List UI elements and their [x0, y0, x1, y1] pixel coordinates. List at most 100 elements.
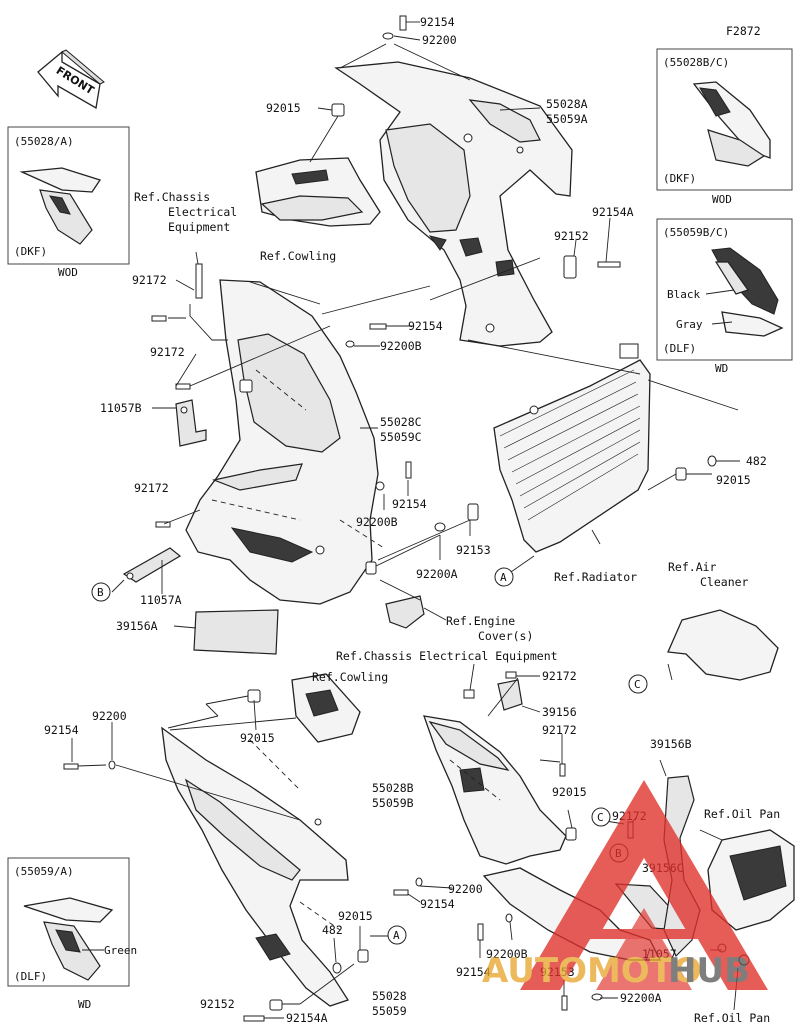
label-92200: 92200 [448, 882, 483, 896]
label-92200: 92200 [92, 709, 127, 723]
label-55059c: 55059C [380, 430, 422, 444]
svg-text:(DLF): (DLF) [14, 970, 47, 983]
inset-55059-bc: (55059B/C) Black Gray (DLF) WD [656, 218, 793, 375]
svg-text:Gray: Gray [676, 318, 703, 331]
grommet-92015-top [331, 103, 345, 117]
label-92200: 92200 [422, 33, 457, 47]
label-92015: 92015 [338, 909, 373, 923]
svg-text:A: A [500, 571, 507, 584]
svg-text:B: B [97, 586, 104, 599]
label-482: 482 [746, 454, 767, 468]
upper-cowl-part [334, 61, 573, 347]
label-92015: 92015 [266, 101, 301, 115]
label-92200b: 92200B [380, 339, 422, 353]
label-55028c: 55028C [380, 415, 422, 429]
bolt-92152-lower [243, 999, 283, 1022]
dashed-lines [211, 369, 501, 931]
label-11057a: 11057A [140, 593, 182, 607]
ref-engine-cover [385, 595, 425, 629]
ref-cowling-lower [291, 673, 361, 743]
svg-text:(DKF): (DKF) [14, 245, 47, 258]
svg-text:A: A [393, 929, 400, 942]
middle-cowl-part [185, 279, 379, 605]
inset-55059-a: (55059/A) Green (DLF) WD [7, 857, 137, 1011]
label-92172: 92172 [542, 723, 577, 737]
label-92200b: 92200B [486, 947, 528, 961]
callout-c-upper: C [628, 674, 648, 694]
label-92172: 92172 [150, 345, 185, 359]
label-92172: 92172 [132, 273, 167, 287]
lower-left-cowl-part [161, 726, 349, 1007]
svg-text:(DKF): (DKF) [663, 172, 696, 185]
label-39156b: 39156B [650, 737, 692, 751]
label-92154a: 92154A [286, 1011, 328, 1025]
label-55028: 55028 [372, 989, 407, 1003]
label-cleaner: Cleaner [700, 575, 749, 589]
svg-text:Green: Green [104, 944, 137, 957]
ref-air-cleaner [667, 609, 779, 681]
lower-right-cowl-part [423, 715, 567, 865]
label-ref-radiator: Ref.Radiator [554, 570, 637, 584]
inset-55028-bc: (55028B/C) (DKF) WOD [656, 48, 793, 206]
svg-text:Black: Black [667, 288, 700, 301]
label-ref-cowling-lower: Ref.Cowling [312, 670, 388, 684]
inset-55028-a: (55028/A) (DKF) WOD [7, 126, 130, 279]
svg-text:(55028B/C): (55028B/C) [663, 56, 729, 69]
svg-text:WD: WD [78, 998, 91, 1011]
label-55059a: 55059A [546, 112, 588, 126]
label-39156: 39156 [542, 705, 577, 719]
label-electrical: Electrical [168, 205, 237, 219]
figure-id: F2872 [726, 24, 761, 38]
label-92172: 92172 [542, 669, 577, 683]
label-92200b: 92200B [356, 515, 398, 529]
svg-text:(55059B/C): (55059B/C) [663, 226, 729, 239]
front-arrow-icon: FRONT [37, 49, 105, 110]
label-92152: 92152 [200, 997, 235, 1011]
label-92154a: 92154A [592, 205, 634, 219]
grommet-482-lower [332, 949, 369, 974]
svg-text:C: C [597, 811, 604, 824]
label-ref-chassis: Ref.Chassis [134, 190, 210, 204]
label-ref-oil-pan: Ref.Oil Pan [704, 807, 780, 821]
label-ref-engine: Ref.Engine [446, 614, 515, 628]
label-92154: 92154 [392, 497, 427, 511]
svg-text:WD: WD [715, 362, 728, 375]
svg-text:(55059/A): (55059/A) [14, 865, 74, 878]
small-bolts-upper [151, 255, 621, 532]
label-92154: 92154 [420, 897, 455, 911]
label-92154: 92154 [408, 319, 443, 333]
pad-39156 [497, 679, 523, 711]
watermark-text-automoto: AUTOMOTO [482, 951, 702, 991]
svg-text:WOD: WOD [58, 266, 78, 279]
callout-a-lower: A [387, 925, 407, 945]
bolt-92154-left [63, 760, 116, 770]
label-11057b: 11057B [100, 401, 142, 415]
label-92015: 92015 [716, 473, 751, 487]
label-ref-air: Ref.Air [668, 560, 717, 574]
label-92154: 92154 [420, 15, 455, 29]
watermark-logo: AUTOMOTO HUB [482, 780, 768, 991]
watermark-text-hub: HUB [668, 951, 750, 991]
svg-text:WOD: WOD [712, 193, 732, 206]
label-equipment: Equipment [168, 220, 230, 234]
callout-c-lower: C [591, 807, 611, 827]
label-92154: 92154 [44, 723, 79, 737]
callout-a-upper: A [494, 567, 514, 587]
label-55028a: 55028A [546, 97, 588, 111]
label-92200a: 92200A [620, 991, 662, 1005]
label-covers: Cover(s) [478, 629, 533, 643]
svg-text:(DLF): (DLF) [663, 342, 696, 355]
bracket-11057a [122, 547, 182, 583]
radiator-part [493, 343, 651, 553]
label-ref-oil-pan-lower: Ref.Oil Pan [694, 1011, 770, 1025]
pad-39156a [193, 609, 279, 655]
label-482: 482 [322, 923, 343, 937]
label-ref-cowling: Ref.Cowling [260, 249, 336, 263]
bolt-92154-top [382, 15, 407, 40]
bracket-11057b [175, 399, 207, 447]
callout-b-upper: B [91, 582, 111, 602]
label-55028b: 55028B [372, 781, 414, 795]
label-92200a: 92200A [416, 567, 458, 581]
label-55059b: 55059B [372, 796, 414, 810]
